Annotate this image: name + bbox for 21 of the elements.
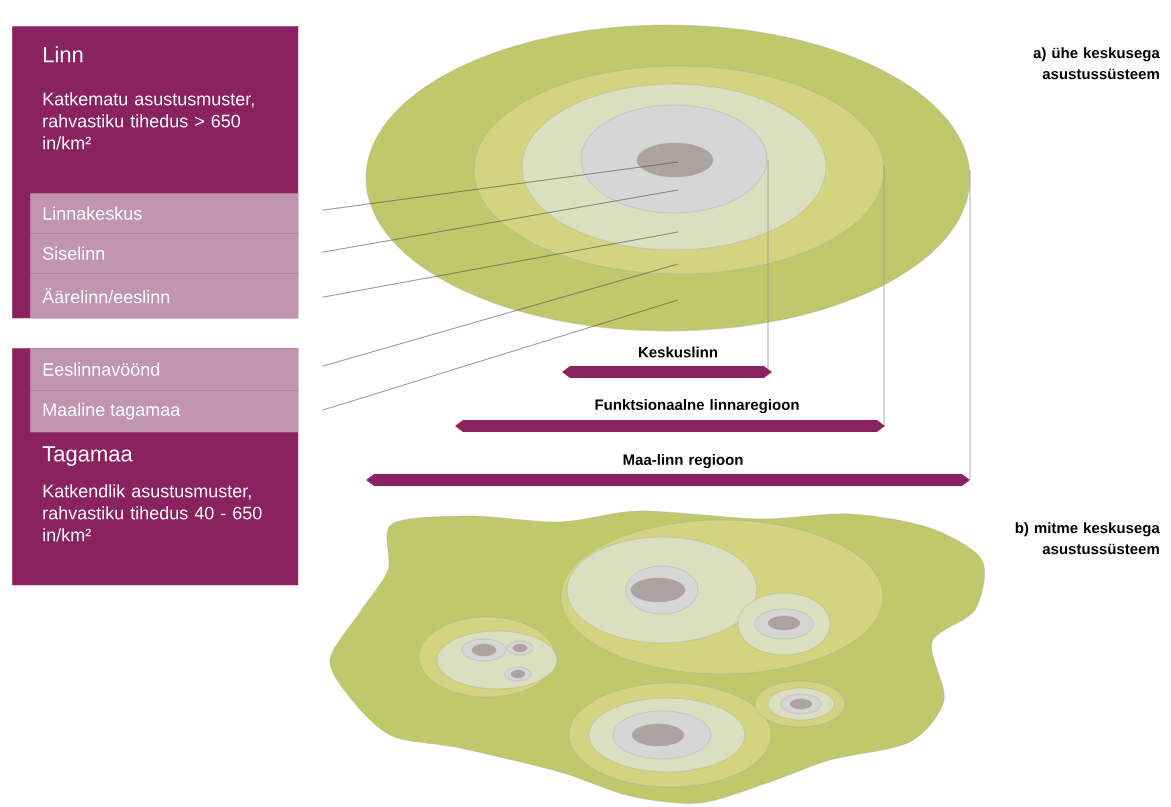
zone-row: Siselinn xyxy=(30,233,299,274)
leader-line xyxy=(322,299,679,411)
zone-row: Linnakeskus xyxy=(30,193,299,234)
dimension-label: Funktsionaalne linnaregioon xyxy=(595,399,799,414)
zone-row: Maaline tagamaa xyxy=(30,390,299,433)
zone-ellipse xyxy=(636,142,714,178)
leader-line xyxy=(322,263,679,367)
zone-row: Eeslinnavöönd xyxy=(30,348,299,391)
section-caption: a) ühe keskusega asustussüsteem xyxy=(1033,47,1160,80)
node-label: Äärelinn/eeslinn xyxy=(42,288,170,304)
node-label: Linnakeskus xyxy=(43,206,142,220)
node-label: Siselinn xyxy=(43,246,105,260)
zone-row: Äärelinn/eeslinn xyxy=(30,273,299,319)
leader-line xyxy=(322,231,679,298)
dimension-label: Keskuslinn xyxy=(639,346,718,358)
leader-line xyxy=(322,189,679,253)
leader-line xyxy=(322,161,679,211)
section-caption: b) mitme keskusega asustussüsteem xyxy=(1015,522,1160,555)
dimension-label: Maa-linn regioon xyxy=(623,454,743,469)
node-label: Eeslinnavöönd xyxy=(43,362,160,376)
node-label: Maaline tagamaa xyxy=(43,402,181,420)
